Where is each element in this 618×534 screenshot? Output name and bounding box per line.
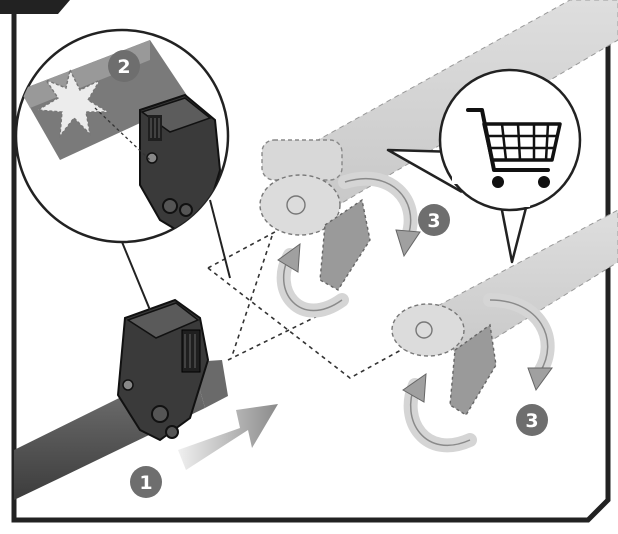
clamp-assembly [116, 298, 210, 442]
ghost-clamp-lower [391, 303, 497, 416]
rotate-arrow-icon [276, 171, 421, 318]
rotate-arrow-icon-lower [402, 293, 555, 453]
step-badge-3-upper: 3 [418, 204, 450, 236]
step-label-2: 2 [117, 56, 130, 78]
step-badge-2: 2 [108, 50, 140, 82]
step-badge-1: 1 [130, 466, 162, 498]
step-label-3-upper: 3 [427, 210, 440, 232]
outer-frame [0, 0, 611, 523]
step-label-3-lower: 3 [525, 410, 538, 432]
step-label-1: 1 [139, 472, 152, 494]
ghost-clamp-upper [259, 139, 371, 291]
step-badge-3-lower: 3 [516, 404, 548, 436]
zoom-callout [14, 28, 231, 311]
push-arrow-icon [178, 404, 278, 470]
spark-icon [35, 67, 111, 139]
shopping-cart-icon [466, 108, 562, 188]
cart-speech-bubble [386, 68, 582, 264]
